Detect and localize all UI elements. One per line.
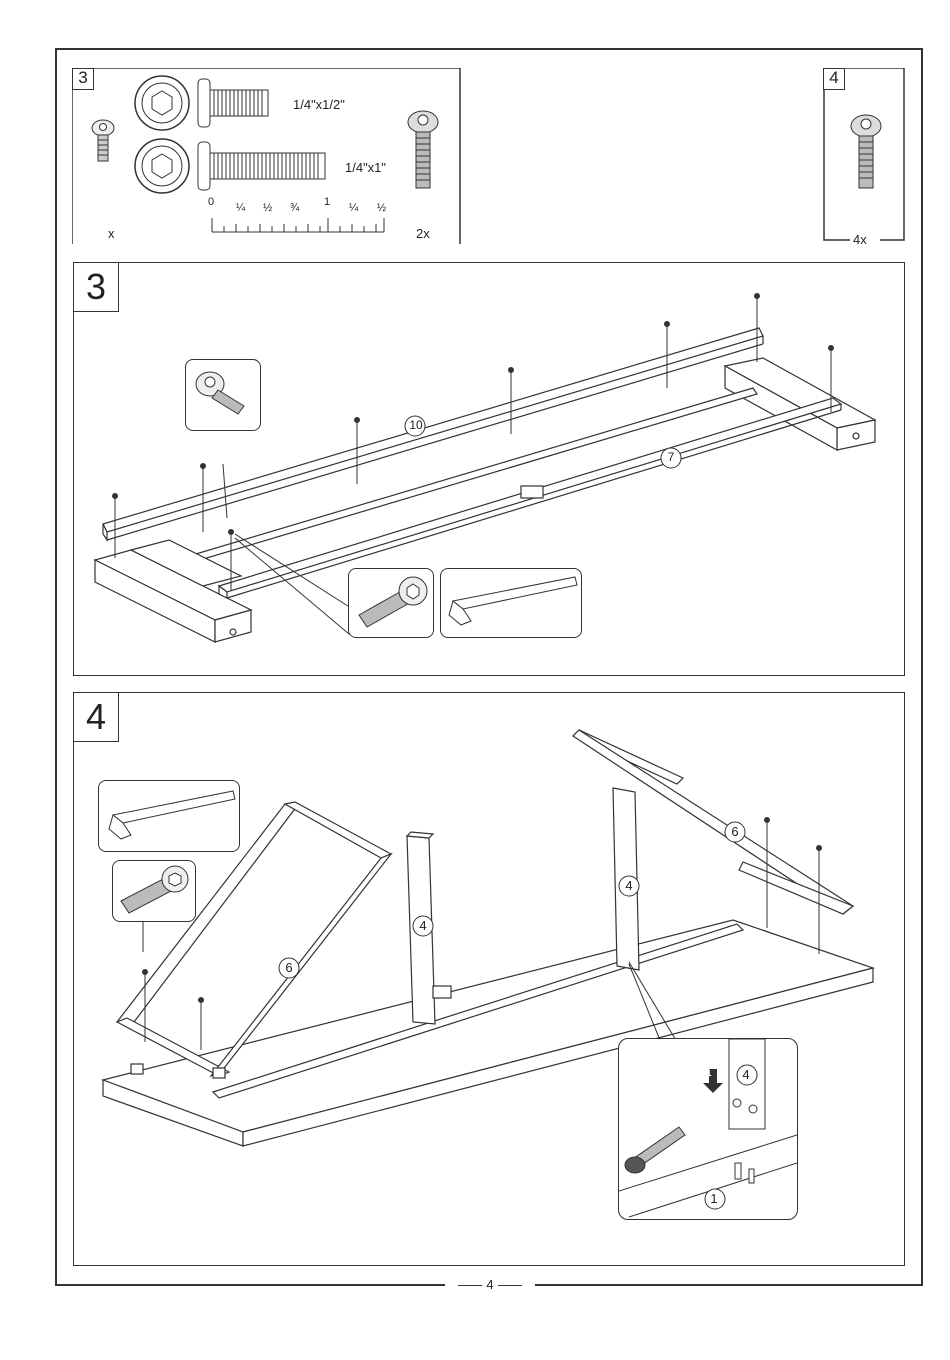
- step-4-part-4-right: 4: [619, 878, 639, 893]
- parts-box-3-label: 3: [72, 68, 94, 90]
- screw-detail-icon: [186, 360, 260, 430]
- bolt-long-icon: [132, 136, 332, 196]
- page-number: 4: [448, 1277, 532, 1292]
- step-4-part-6-right: 6: [725, 824, 745, 839]
- parts-box-4-label: 4: [823, 68, 845, 90]
- detail-step-1: 1: [704, 1191, 724, 1206]
- bolt-icon-left: [88, 118, 118, 168]
- step-3-detail-bolt: [348, 568, 434, 638]
- detail-part-4: 4: [736, 1067, 756, 1082]
- scale-tick-4: 1: [324, 196, 330, 208]
- step-4-part-4-left: 4: [413, 918, 433, 933]
- arrow-step-1: 1: [704, 1068, 714, 1078]
- scale-tick-2: ½: [263, 202, 272, 214]
- scale-tick-3: ¾: [290, 202, 299, 214]
- scale-tick-1: ¼: [236, 202, 245, 214]
- step-3-detail-screw: [185, 359, 261, 431]
- qty-right: 2x: [416, 226, 430, 241]
- bolt-icon-right: [404, 108, 442, 192]
- qty-left: x: [108, 226, 115, 241]
- step-3-detail-allen-key: [440, 568, 582, 638]
- page-number-text: 4: [486, 1277, 493, 1292]
- step-4-detail-bolt: [112, 860, 196, 922]
- step-4-part-6-left: 6: [279, 960, 299, 975]
- bolt-detail-icon: [349, 569, 433, 637]
- scale-tick-0: 0: [208, 196, 214, 208]
- bolt-short-icon: [132, 74, 282, 134]
- bolt-icon-box4: [846, 112, 886, 192]
- bolt-short-size: 1/4"x1/2": [293, 97, 345, 112]
- step-3-part-10: 10: [406, 418, 426, 432]
- scale-tick-6: ½: [377, 202, 386, 214]
- box4-qty: 4x: [853, 232, 867, 247]
- bolt-long-size: 1/4"x1": [345, 160, 386, 175]
- allen-key-icon: [441, 569, 581, 637]
- bolt-detail-icon-2: [113, 861, 195, 921]
- step-4-detail-allen-key: [98, 780, 240, 852]
- step-3-part-7: 7: [661, 450, 681, 464]
- allen-key-icon-2: [99, 781, 239, 851]
- scale-ruler: [206, 214, 386, 236]
- scale-tick-5: ¼: [349, 202, 358, 214]
